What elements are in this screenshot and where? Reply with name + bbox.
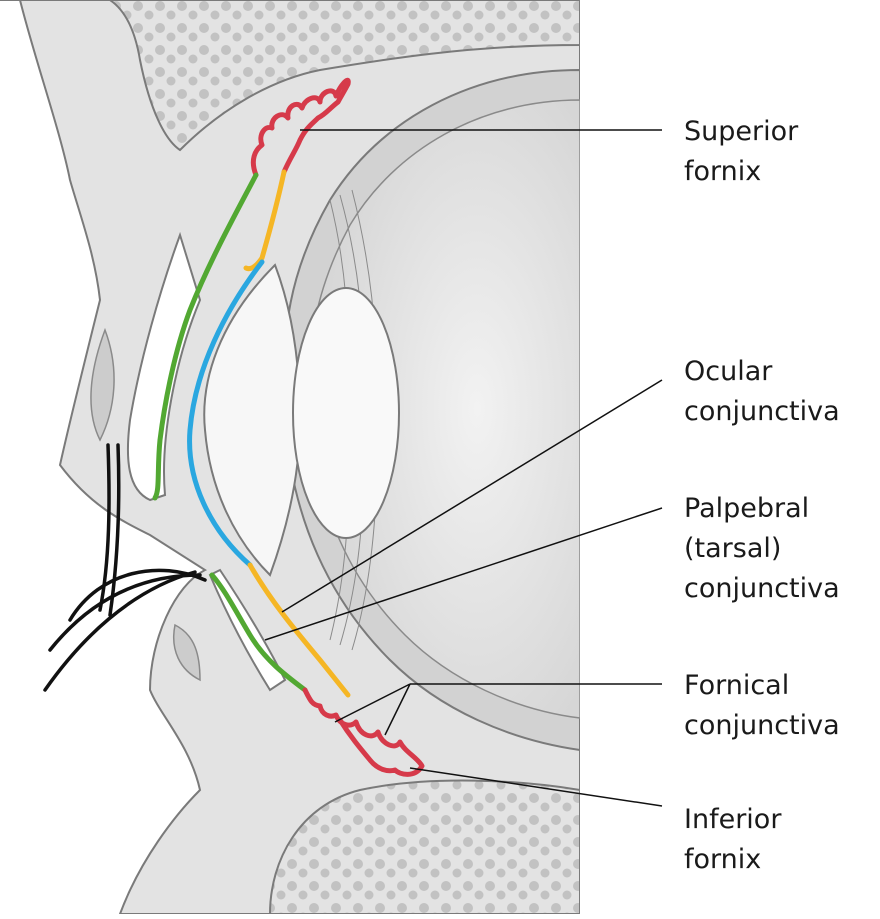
superior-fornix-red xyxy=(250,77,351,178)
label-ocular-conjunctiva-line2: conjunctiva xyxy=(684,396,840,427)
label-palpebral-conjunctiva-line2: (tarsal) xyxy=(684,533,782,564)
lower-orbital-bone xyxy=(268,779,580,914)
conjunctiva-lining xyxy=(152,77,425,777)
upper-tarsal-plate xyxy=(126,231,202,502)
leader-ocular-conjunctiva xyxy=(281,379,663,613)
label-palpebral-conjunctiva-line1: Palpebral xyxy=(684,493,810,524)
lower-lid-shadow xyxy=(173,623,201,682)
leader-lines xyxy=(264,129,663,807)
label-fornical-conjunctiva-line1: Fornical xyxy=(684,670,790,701)
label-inferior-fornix-line1: Inferior xyxy=(684,804,782,835)
label-inferior-fornix-line2: fornix xyxy=(684,844,762,875)
label-ocular-conjunctiva: Ocular conjunctiva xyxy=(684,352,840,432)
leader-inferior-fornix xyxy=(409,767,663,807)
leader-fornical-b xyxy=(384,683,411,736)
upper-orbital-bone xyxy=(108,0,580,152)
label-palpebral-conjunctiva-line3: conjunctiva xyxy=(684,573,840,604)
lower-palpebral-green xyxy=(209,572,308,693)
upper-lid-shadow xyxy=(90,327,115,442)
label-fornical-conjunctiva: Fornical conjunctiva xyxy=(684,666,840,746)
label-fornical-conjunctiva-line2: conjunctiva xyxy=(684,710,840,741)
label-inferior-fornix: Inferior fornix xyxy=(684,800,781,880)
lower-fornical-yellow xyxy=(247,562,351,698)
ocular-blue xyxy=(187,259,265,568)
label-superior-fornix: Superior fornix xyxy=(684,112,798,192)
label-ocular-conjunctiva-line1: Ocular xyxy=(684,356,773,387)
eyelashes xyxy=(43,443,207,692)
label-superior-fornix-line2: fornix xyxy=(684,156,762,187)
label-palpebral-conjunctiva: Palpebral (tarsal) conjunctiva xyxy=(684,489,840,609)
leader-fornical-a xyxy=(334,683,411,723)
leader-palpebral-conjunctiva xyxy=(264,507,663,641)
lens xyxy=(292,287,400,539)
upper-palpebral-green xyxy=(152,172,259,501)
label-superior-fornix-line1: Superior xyxy=(684,116,799,147)
upper-fornical-yellow xyxy=(243,169,287,272)
inferior-fornix-red xyxy=(302,687,425,777)
